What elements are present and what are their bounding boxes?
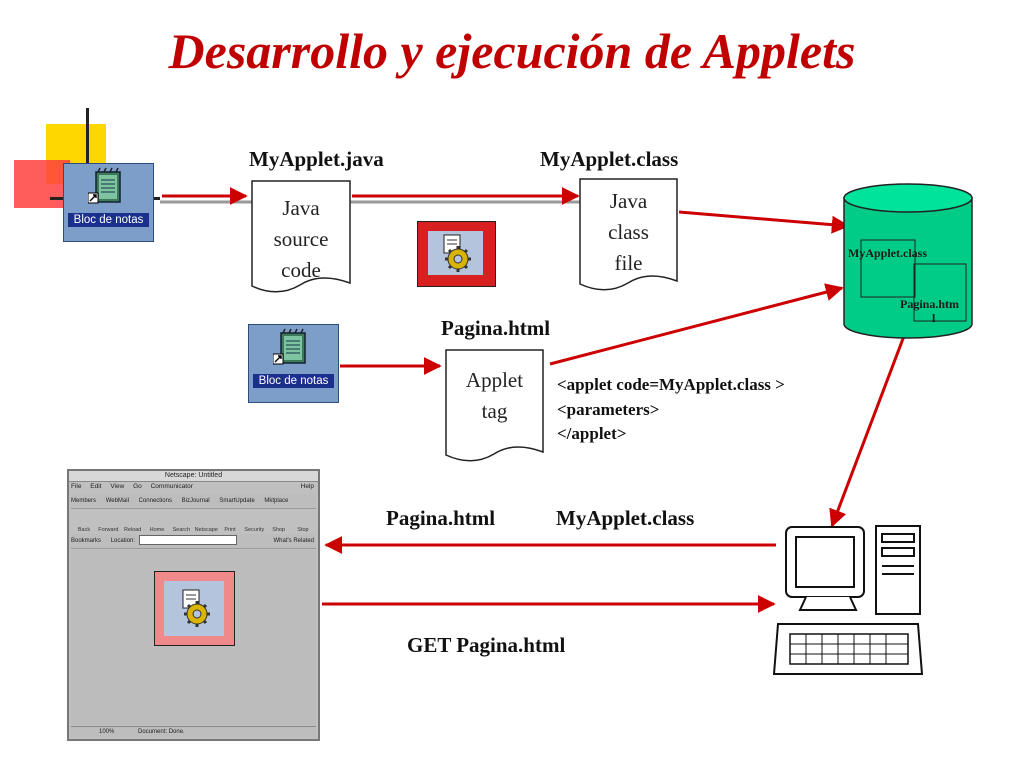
toolbar-mktplace[interactable]: Mktplace (264, 498, 289, 504)
toolbar-connections[interactable]: Connections (138, 498, 172, 504)
label-myapplet-java: MyApplet.java (249, 147, 384, 171)
browser-statusbar: 100% Document: Done. (71, 726, 316, 737)
doc-line: source (273, 227, 329, 251)
server-file-pagina-html: Pagina.htm (900, 297, 960, 311)
doc-applet-tag (445, 349, 544, 462)
browser-nav-toolbar: Back Forward Reload Home Search Netscape… (73, 509, 314, 533)
nav-security-button[interactable]: Security (244, 527, 265, 533)
browser-titlebar: Netscape: Untitled (69, 471, 318, 482)
browser-window[interactable]: Netscape: Untitled File Edit View Go Com… (67, 469, 320, 741)
browser-personal-toolbar: Members WebMail Connections BizJournal S… (71, 494, 316, 509)
toolbar-members[interactable]: Members (71, 498, 97, 504)
browser-location-bar: Bookmarks Location: What's Related (71, 534, 316, 549)
decor-red-square (14, 160, 70, 208)
notepad-label: Bloc de notas (253, 374, 334, 388)
toolbar-bizjournal[interactable]: BizJournal (181, 498, 210, 504)
bookmarks-button[interactable]: Bookmarks (71, 538, 102, 544)
toolbar-smartupdate[interactable]: SmartUpdate (219, 498, 255, 504)
toolbar-webmail[interactable]: WebMail (105, 498, 129, 504)
notepad-label: Bloc de notas (68, 213, 149, 227)
nav-stop-button[interactable]: Stop (297, 527, 309, 533)
doc-line: Applet (465, 368, 524, 392)
nav-reload-button[interactable]: Reload (123, 527, 142, 533)
doc-java-class-text: Java class file (580, 186, 677, 279)
doc-line: class (608, 220, 649, 244)
doc-line: Java (282, 196, 320, 220)
menu-go[interactable]: Go (133, 483, 142, 490)
notepad-app-icon[interactable]: Bloc de notas (63, 163, 154, 242)
code-line: <applet code=MyApplet.class > (557, 375, 785, 394)
client-computer (772, 525, 924, 675)
doc-java-source (251, 180, 351, 293)
nav-search-button[interactable]: Search (172, 527, 191, 533)
status-text: Document: Done. (138, 729, 185, 735)
doc-applet-tag-text: Applet tag (446, 365, 543, 427)
nav-back-button[interactable]: Back (77, 527, 91, 533)
status-zoom: 100% (99, 729, 115, 735)
menu-view[interactable]: View (110, 483, 125, 490)
code-line: </applet> (557, 424, 627, 443)
nav-home-button[interactable]: Home (149, 527, 165, 533)
applet-icon-frame[interactable] (417, 221, 496, 287)
nav-print-button[interactable]: Print (224, 527, 236, 533)
label-pagina-html-bottom: Pagina.html (386, 506, 496, 530)
doc-java-source-text: Java source code (252, 193, 350, 286)
doc-line: tag (481, 399, 508, 423)
location-input[interactable] (138, 535, 237, 546)
doc-line: code (281, 258, 321, 282)
menu-help[interactable]: Help (300, 483, 314, 490)
arrow-class-to-server (678, 210, 850, 234)
browser-content-area (71, 550, 316, 725)
nav-netscape-button[interactable]: Netscape (194, 527, 218, 533)
menu-communicator[interactable]: Communicator (150, 483, 193, 490)
label-pagina-html-top: Pagina.html (441, 316, 551, 340)
label-get-request: GET Pagina.html (407, 633, 566, 657)
notepad-app-icon-2[interactable]: Bloc de notas (248, 324, 339, 403)
server-file-pagina-html-cont: l (932, 311, 936, 325)
doc-java-class (579, 178, 678, 291)
slide-title: Desarrollo y ejecución de Applets (168, 23, 856, 79)
notepad-icon (273, 328, 306, 365)
label-myapplet-class-bottom: MyApplet.class (556, 506, 695, 530)
arrow-server-to-computer (829, 335, 906, 528)
notepad-icon (88, 167, 121, 204)
arrow-tag-to-server (549, 283, 844, 366)
applet-gear-icon (443, 234, 471, 272)
applet-gear-icon (182, 589, 210, 627)
browser-menubar: File Edit View Go Communicator Help (71, 482, 316, 492)
nav-forward-button[interactable]: Forward (98, 527, 119, 533)
location-label: Location: (110, 538, 136, 544)
code-line: <parameters> (557, 399, 660, 419)
doc-line: Java (609, 189, 648, 213)
server-file-myapplet-class: MyApplet.class (848, 246, 927, 260)
applet-code-block: <applet code=MyApplet.class > <parameter… (557, 373, 785, 447)
server-database (843, 183, 973, 339)
menu-edit[interactable]: Edit (90, 483, 102, 490)
doc-line: file (614, 251, 643, 275)
menu-file[interactable]: File (71, 483, 82, 490)
embedded-applet[interactable] (154, 571, 235, 646)
label-myapplet-class: MyApplet.class (540, 147, 679, 171)
whats-related-button[interactable]: What's Related (273, 538, 315, 544)
nav-shop-button[interactable]: Shop (272, 527, 286, 533)
